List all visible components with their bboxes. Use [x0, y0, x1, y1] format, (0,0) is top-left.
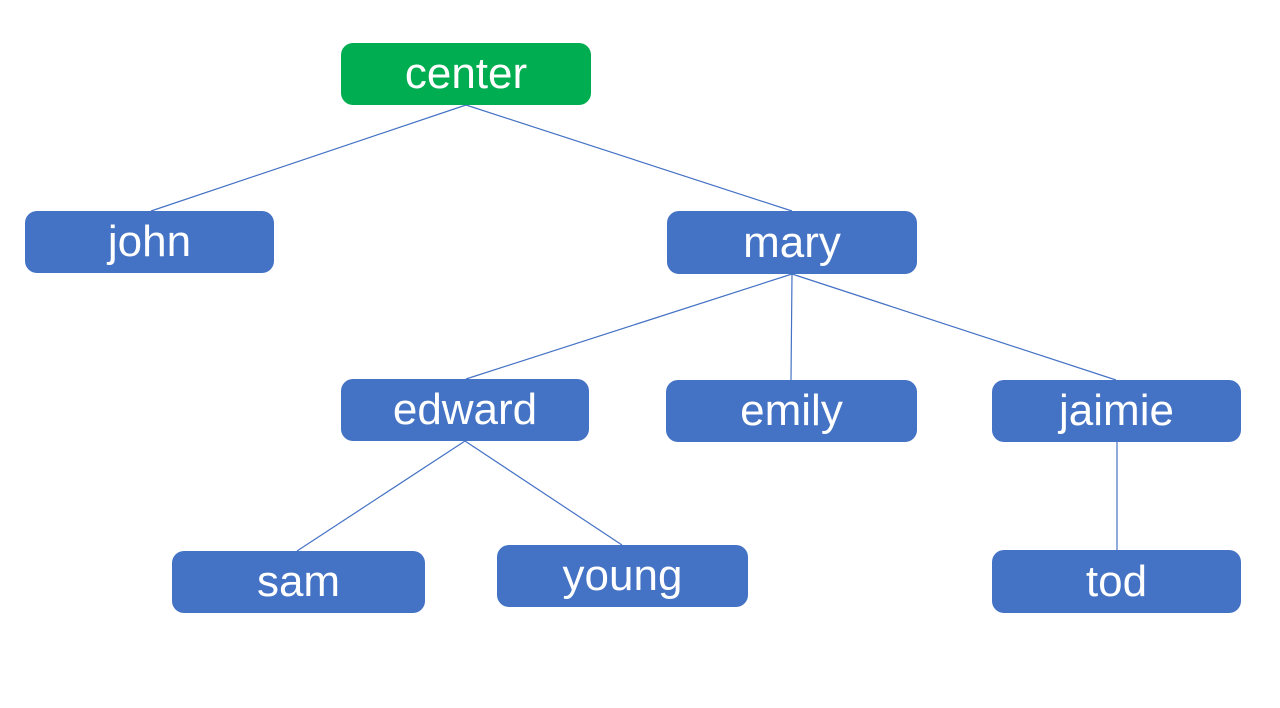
- edge-mary-emily: [790, 273, 793, 381]
- edge-edward-sam: [296, 440, 466, 552]
- edge-center-mary: [465, 104, 793, 212]
- node-sam[interactable]: sam: [172, 551, 425, 613]
- node-edward[interactable]: edward: [341, 379, 589, 441]
- node-tod[interactable]: tod: [992, 550, 1241, 613]
- edge-center-john: [150, 104, 467, 212]
- edge-edward-young: [464, 440, 623, 546]
- node-young[interactable]: young: [497, 545, 748, 607]
- node-emily[interactable]: emily: [666, 380, 917, 442]
- node-center[interactable]: center: [341, 43, 591, 105]
- node-mary[interactable]: mary: [667, 211, 917, 274]
- node-jaimie[interactable]: jaimie: [992, 380, 1241, 442]
- edge-mary-jaimie: [791, 273, 1117, 381]
- node-john[interactable]: john: [25, 211, 274, 273]
- edge-mary-edward: [465, 273, 793, 380]
